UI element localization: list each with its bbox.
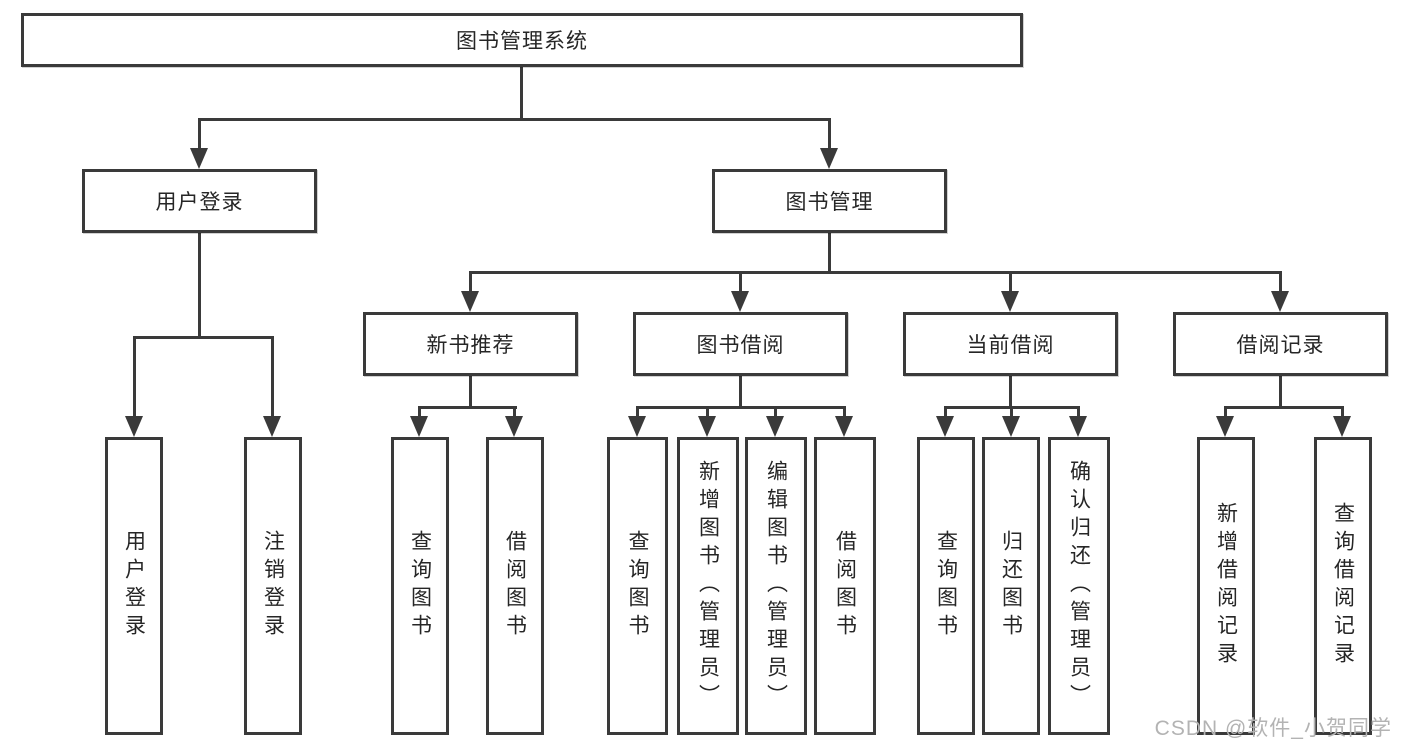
arrow-down-icon bbox=[461, 291, 479, 312]
connector-line bbox=[636, 406, 639, 420]
arrow-down-icon bbox=[936, 416, 954, 437]
node-root-label: 图书管理系统 bbox=[456, 30, 588, 53]
leaf-label: 新增借阅记录 bbox=[1214, 502, 1238, 670]
arrow-down-icon bbox=[125, 416, 143, 437]
leaf-query-borrow-record: 查询借阅记录 bbox=[1314, 437, 1372, 735]
arrow-down-icon bbox=[698, 416, 716, 437]
node-label: 用户登录 bbox=[155, 191, 244, 214]
connector-line bbox=[843, 406, 846, 420]
arrow-down-icon bbox=[628, 416, 646, 437]
leaf-query-books-recommend: 查询图书 bbox=[391, 437, 449, 735]
leaf-query-books-borrow: 查询图书 bbox=[607, 437, 668, 735]
arrow-down-icon bbox=[820, 148, 838, 169]
node-root: 图书管理系统 bbox=[21, 13, 1023, 67]
connector-line bbox=[1279, 271, 1282, 295]
connector-line bbox=[739, 376, 742, 406]
connector-line bbox=[198, 118, 201, 152]
arrow-down-icon bbox=[1069, 416, 1087, 437]
connector-line bbox=[1341, 406, 1344, 420]
node-label: 新书推荐 bbox=[426, 334, 515, 357]
node-book-borrow: 图书借阅 bbox=[633, 312, 848, 376]
leaf-label: 用户登录 bbox=[122, 530, 146, 642]
watermark: CSDN @软件_小贺同学 bbox=[1154, 717, 1392, 740]
leaf-add-book-admin: 新增图书（管理员） bbox=[677, 437, 739, 735]
arrow-down-icon bbox=[731, 291, 749, 312]
leaf-label: 注销登录 bbox=[261, 530, 285, 642]
node-label: 图书管理 bbox=[785, 191, 874, 214]
arrow-down-icon bbox=[505, 416, 523, 437]
connector-line bbox=[198, 118, 831, 121]
connector-line bbox=[944, 406, 947, 420]
connector-line bbox=[1009, 376, 1012, 406]
leaf-borrow-books-recommend: 借阅图书 bbox=[486, 437, 544, 735]
leaf-label: 查询借阅记录 bbox=[1331, 502, 1355, 670]
arrow-down-icon bbox=[190, 148, 208, 169]
connector-line bbox=[198, 233, 201, 336]
leaf-label: 借阅图书 bbox=[503, 530, 527, 642]
leaf-add-borrow-record: 新增借阅记录 bbox=[1197, 437, 1255, 735]
node-borrow-records: 借阅记录 bbox=[1173, 312, 1388, 376]
leaf-label: 归还图书 bbox=[999, 530, 1023, 642]
connector-line bbox=[1279, 376, 1282, 406]
node-user-login: 用户登录 bbox=[82, 169, 317, 233]
arrow-down-icon bbox=[1216, 416, 1234, 437]
leaf-label: 借阅图书 bbox=[833, 530, 857, 642]
leaf-query-books-current: 查询图书 bbox=[917, 437, 975, 735]
leaf-label: 确认归还（管理员） bbox=[1067, 460, 1091, 712]
arrow-down-icon bbox=[263, 416, 281, 437]
connector-line bbox=[513, 406, 516, 420]
arrow-down-icon bbox=[1333, 416, 1351, 437]
connector-line bbox=[1009, 271, 1012, 295]
leaf-edit-book-admin: 编辑图书（管理员） bbox=[745, 437, 807, 735]
arrow-down-icon bbox=[1001, 291, 1019, 312]
connector-line bbox=[828, 118, 831, 152]
connector-line bbox=[133, 336, 274, 339]
connector-line bbox=[469, 271, 1282, 274]
arrow-down-icon bbox=[835, 416, 853, 437]
connector-line bbox=[469, 376, 472, 406]
node-new-book-recommend: 新书推荐 bbox=[363, 312, 578, 376]
connector-line bbox=[469, 271, 472, 295]
arrow-down-icon bbox=[410, 416, 428, 437]
leaf-user-login: 用户登录 bbox=[105, 437, 163, 735]
arrow-down-icon bbox=[1271, 291, 1289, 312]
connector-line bbox=[828, 233, 831, 271]
leaf-return-book: 归还图书 bbox=[982, 437, 1040, 735]
connector-line bbox=[1224, 406, 1344, 409]
leaf-borrow-book: 借阅图书 bbox=[814, 437, 876, 735]
connector-line bbox=[418, 406, 517, 409]
node-book-management: 图书管理 bbox=[712, 169, 947, 233]
leaf-label: 查询图书 bbox=[626, 530, 649, 642]
arrow-down-icon bbox=[766, 416, 784, 437]
leaf-confirm-return-admin: 确认归还（管理员） bbox=[1048, 437, 1110, 735]
connector-line bbox=[774, 406, 777, 420]
leaf-label: 新增图书（管理员） bbox=[696, 460, 720, 712]
leaf-label: 查询图书 bbox=[934, 530, 958, 642]
arrow-down-icon bbox=[1002, 416, 1020, 437]
leaf-logout: 注销登录 bbox=[244, 437, 302, 735]
node-label: 借阅记录 bbox=[1236, 334, 1325, 357]
connector-line bbox=[636, 406, 846, 409]
node-current-borrow: 当前借阅 bbox=[903, 312, 1118, 376]
connector-line bbox=[739, 271, 742, 295]
leaf-label: 查询图书 bbox=[408, 530, 432, 642]
node-label: 图书借阅 bbox=[696, 334, 785, 357]
connector-line bbox=[1224, 406, 1227, 420]
node-label: 当前借阅 bbox=[966, 334, 1055, 357]
connector-line bbox=[520, 67, 523, 118]
connector-line bbox=[271, 336, 274, 420]
leaf-label: 编辑图书（管理员） bbox=[764, 460, 788, 712]
connector-line bbox=[1010, 406, 1013, 420]
connector-line bbox=[706, 406, 709, 420]
connector-line bbox=[133, 336, 136, 420]
connector-line bbox=[1077, 406, 1080, 420]
connector-line bbox=[418, 406, 421, 420]
